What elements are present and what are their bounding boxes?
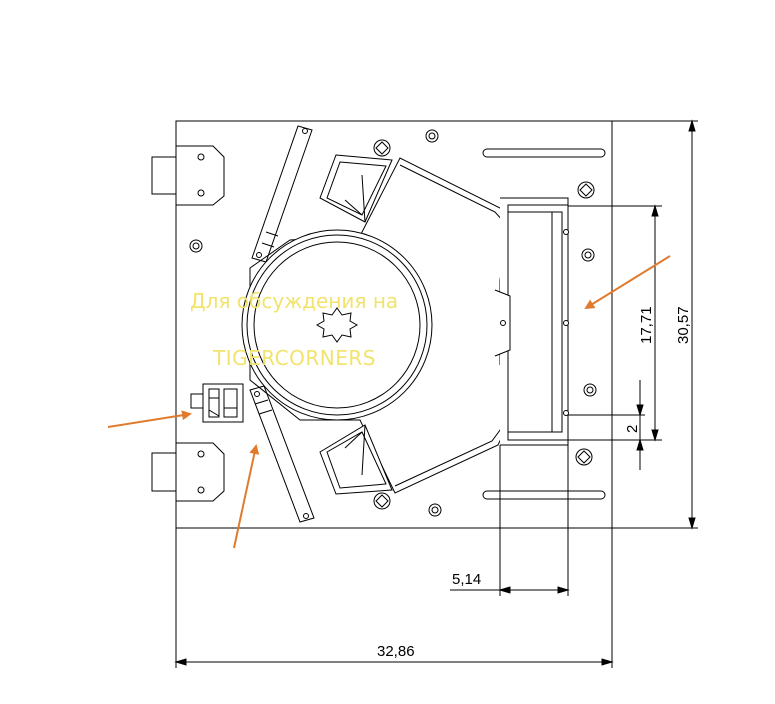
callout-arrows: [107, 255, 671, 549]
diamond-fastener: [373, 139, 391, 157]
plate-slots: [482, 148, 606, 500]
drum: [241, 229, 433, 421]
dim-offset-small-label: 2: [624, 425, 641, 433]
bracket-top: [151, 145, 225, 206]
screw: [189, 239, 203, 253]
dim-slot-width-label: 5,14: [452, 571, 481, 588]
dim-overall-height-label: 30,57: [675, 306, 692, 344]
dim-overall-height: [612, 119, 698, 530]
slide-rail: [494, 197, 569, 446]
dim-slot-height: [568, 204, 662, 442]
boot-upper: [319, 154, 393, 223]
dim-overall-width-label: 32,86: [377, 643, 415, 660]
screw: [425, 129, 439, 143]
bracket-bottom: [151, 442, 225, 502]
screw: [428, 503, 442, 517]
arrow-right-rail: [584, 255, 671, 310]
dim-slot-width: [450, 445, 570, 596]
boot-lower: [319, 424, 393, 495]
arrow-latch: [107, 410, 192, 428]
screws: [189, 129, 597, 517]
screw: [583, 383, 597, 397]
latch-clip: [190, 383, 244, 423]
dim-slot-height-label: 17,71: [638, 306, 655, 344]
screw: [581, 248, 595, 262]
diamond-fastener: [373, 492, 391, 510]
diamond-fastener: [577, 181, 595, 199]
diamond-fasteners: [373, 139, 595, 510]
arrow-link: [233, 444, 260, 549]
dim-overall-width: [174, 121, 614, 668]
diamond-fastener: [575, 448, 593, 466]
dim-offset-small: [568, 380, 645, 470]
star-hub: [315, 307, 359, 343]
